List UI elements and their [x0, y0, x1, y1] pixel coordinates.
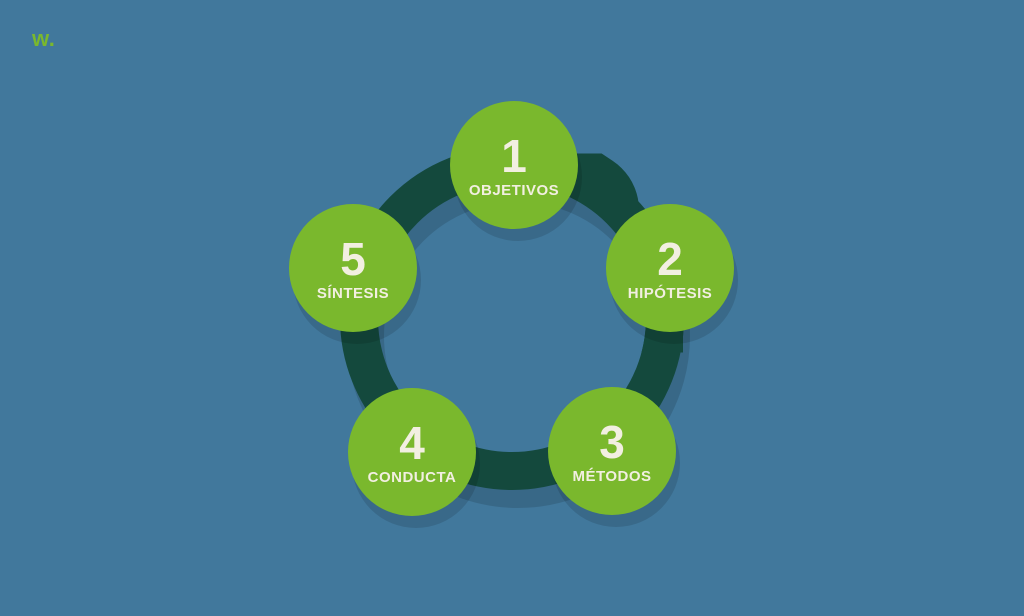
step-number: 4 [399, 416, 425, 469]
step-circle-hipotesis: 2 HIPÓTESIS [606, 204, 734, 332]
step-label: MÉTODOS [572, 467, 652, 485]
step-circle-objetivos: 1 OBJETIVOS [450, 101, 578, 229]
step-number: 2 [657, 232, 683, 285]
step-number: 5 [340, 232, 366, 285]
step-number: 1 [501, 129, 527, 182]
step-label: SÍNTESIS [316, 284, 390, 302]
step-label: HIPÓTESIS [627, 284, 713, 302]
step-number: 3 [599, 415, 625, 468]
step-label: OBJETIVOS [468, 181, 560, 199]
step-circle-metodos: 3 MÉTODOS [548, 387, 676, 515]
step-circle-conducta: 4 CONDUCTA [348, 388, 476, 516]
step-circle-sintesis: 5 SÍNTESIS [289, 204, 417, 332]
brand-logo: w. [32, 26, 56, 51]
step-label: CONDUCTA [367, 468, 457, 486]
